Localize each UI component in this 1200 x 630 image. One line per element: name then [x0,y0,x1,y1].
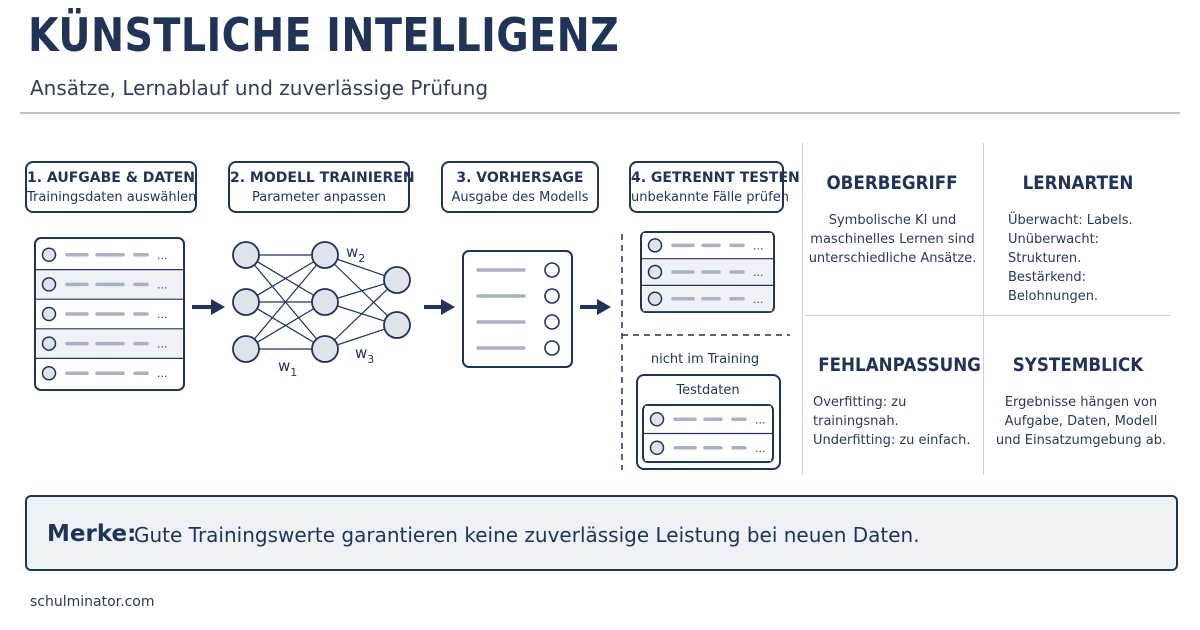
arrow-icon [192,299,225,315]
network-connection [245,254,326,350]
step-box-prediction: 3. VORHERSAGE Ausgabe des Modells [441,161,599,213]
concept-title-lernarten: LERNARTEN [1022,172,1134,194]
network-connection [324,254,398,326]
test-data-box: Testdaten ...... [636,374,781,470]
ellipsis-text: ... [157,308,168,321]
concept-text-lernarten: Überwacht: Labels.Unüberwacht: Strukture… [1008,213,1133,304]
step-title: 4. GETRENNT TESTEN [631,170,800,186]
circle-icon [544,288,560,304]
circle-icon [647,238,663,253]
network-node-icon [383,311,411,339]
network-node-icon [311,241,339,269]
step-title: 2. MODELL TRAINIEREN [230,170,415,186]
weight-label-w2: w2 [346,243,365,265]
ellipsis-text: ... [753,266,764,279]
training-data-table-small: ......... [640,231,775,313]
training-data-table: ............... [34,237,185,391]
ellipsis-text: ... [157,338,168,351]
merke-text: Gute Trainingswerte garantieren keine zu… [134,523,920,547]
circle-icon [544,314,560,330]
circle-icon [544,340,560,356]
page-subtitle: Ansätze, Lernablauf und zuverlässige Prü… [30,76,489,100]
circle-icon [647,264,663,280]
step-box-train-model: 2. MODELL TRAINIEREN Parameter anpassen [228,161,415,213]
circle-icon [649,412,665,427]
concept-title-oberbegriff: OBERBEGRIFF [826,172,958,194]
grid-line-vertical [802,143,803,475]
testdata-label: Testdaten [675,383,739,398]
circle-icon [41,277,57,292]
circle-icon [647,291,663,306]
step-subtitle: Trainingsdaten auswählen [27,190,197,205]
page-title: KÜNSTLICHE INTELLIGENZ [28,8,620,62]
step-subtitle: Ausgabe des Modells [451,190,589,205]
network-connection [245,254,326,303]
step-subtitle: unbekannte Fälle prüfen [631,190,789,205]
concept-title-fehlanpassung: FEHLANPASSUNG [818,354,981,376]
ellipsis-text: ... [753,293,764,306]
merke-label: Merke: [47,521,137,547]
weight-label-w1: w1 [278,357,297,379]
neural-network [232,241,411,363]
circle-icon [544,262,560,278]
step-box-separate-test: 4. GETRENNT TESTEN unbekannte Fälle prüf… [629,161,800,213]
arrow-icon [424,299,455,315]
step-box-task-data: 1. AUFGABE & DATEN Trainingsdaten auswäh… [25,161,197,213]
ellipsis-text: ... [157,249,168,262]
circle-icon [649,440,665,455]
merke-box: Merke: Gute Trainingswerte garantieren k… [25,495,1178,571]
circle-icon [41,365,57,381]
grid-line-vertical [983,143,984,475]
weight-label-w3: w3 [355,344,374,366]
network-node-icon [311,288,339,316]
circle-icon [41,306,57,322]
ellipsis-text: ... [157,278,168,291]
step-title: 1. AUFGABE & DATEN [27,170,195,186]
ellipsis-text: ... [755,442,766,455]
grid-line-horizontal [805,315,1170,316]
step-title: 3. VORHERSAGE [456,170,584,186]
not-in-training-label: nicht im Training [651,352,759,367]
network-node-icon [311,335,339,363]
prediction-output-box [462,250,573,368]
network-node-icon [232,288,260,316]
ellipsis-text: ... [157,367,168,380]
circle-icon [41,247,57,263]
header-divider [20,112,1180,114]
flow-diagram: ............... w2 w3 w1 ......... nicht… [34,231,790,470]
footer-source: schulminator.com [30,594,155,610]
network-connection [324,279,398,350]
network-node-icon [383,266,411,294]
step-subtitle: Parameter anpassen [252,190,386,205]
network-connection [245,301,326,350]
ellipsis-text: ... [753,239,764,252]
concept-text-fehlanpassung: Overfitting: zu trainingsnah.Underfittin… [813,395,971,448]
network-node-icon [232,335,260,363]
ellipsis-text: ... [755,413,766,426]
circle-icon [41,336,57,351]
network-node-icon [232,241,260,269]
concept-title-systemblick: SYSTEMBLICK [1012,354,1144,376]
arrow-icon [580,299,611,315]
